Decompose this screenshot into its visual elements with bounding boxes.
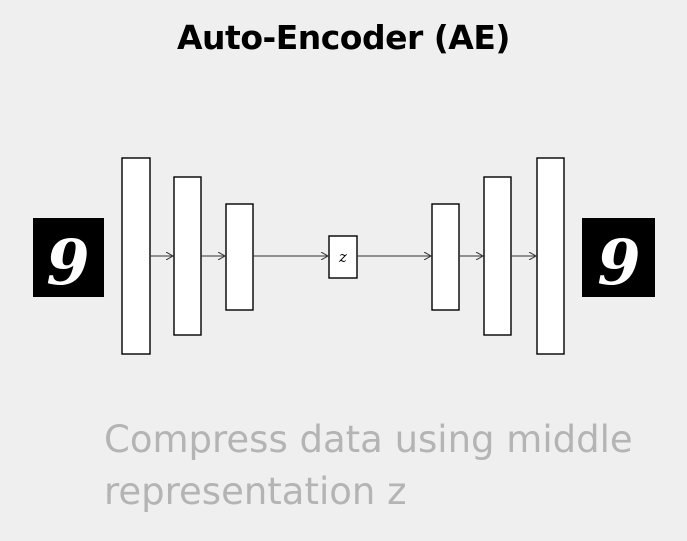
encoder-layer-2 — [173, 176, 202, 336]
encoder-layer-1 — [121, 157, 151, 355]
decoder-layer-2 — [483, 176, 512, 336]
autoencoder-diagram: 9 z 9 — [33, 157, 655, 355]
caption-line-2: representation z — [104, 470, 407, 513]
decoder-layer-3 — [536, 157, 565, 355]
output-image: 9 — [582, 218, 655, 299]
input-digit: 9 — [46, 226, 89, 299]
input-image: 9 — [33, 218, 104, 299]
slide-title: Auto-Encoder (AE) — [177, 18, 510, 57]
decoder-layer-1 — [431, 203, 460, 311]
output-digit: 9 — [597, 226, 640, 299]
latent-label: z — [338, 248, 347, 266]
caption-line-1: Compress data using middle — [104, 418, 633, 461]
encoder-layer-3 — [225, 203, 254, 311]
latent-node: z — [328, 235, 358, 279]
slide-caption: Compress data using middle representatio… — [104, 414, 674, 518]
